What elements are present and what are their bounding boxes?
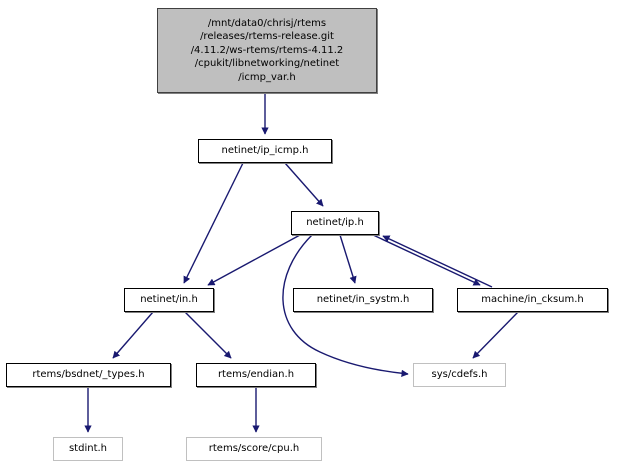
node-stdint-h[interactable]: stdint.h — [53, 437, 123, 461]
node-icmp-var-h[interactable]: /mnt/data0/chrisj/rtems /releases/rtems-… — [157, 8, 377, 93]
node-netinet-ip-h[interactable]: netinet/ip.h — [291, 211, 379, 235]
edge-in_cksum-to-cdefs — [472, 311, 519, 359]
edge-ip-to-cdefs — [282, 234, 409, 377]
edge-in-to-endian — [184, 311, 232, 359]
node-rtems-endian-h[interactable]: rtems/endian.h — [196, 363, 316, 387]
node-netinet-in-systm-h[interactable]: netinet/in_systm.h — [293, 288, 433, 312]
node-rtems-score-cpu-h[interactable]: rtems/score/cpu.h — [186, 437, 322, 461]
edge-in-to-bsdnet_types — [112, 311, 154, 359]
edge-ip-to-in_cksum — [370, 233, 481, 286]
edge-ip_icmp-to-in — [183, 162, 244, 284]
edge-ip-to-in_systm — [339, 234, 357, 284]
node-netinet-in-h[interactable]: netinet/in.h — [124, 288, 214, 312]
node-machine-in-cksum-h[interactable]: machine/in_cksum.h — [457, 288, 608, 312]
edge-ip_icmp-to-ip — [284, 162, 324, 207]
node-sys-cdefs-h[interactable]: sys/cdefs.h — [413, 363, 506, 387]
node-rtems-bsdnet-types-h[interactable]: rtems/bsdnet/_types.h — [6, 363, 171, 387]
edge-ip-to-in — [207, 234, 301, 286]
node-netinet-ip-icmp-h[interactable]: netinet/ip_icmp.h — [198, 139, 332, 163]
edge-in_cksum-to-ip — [382, 235, 493, 288]
